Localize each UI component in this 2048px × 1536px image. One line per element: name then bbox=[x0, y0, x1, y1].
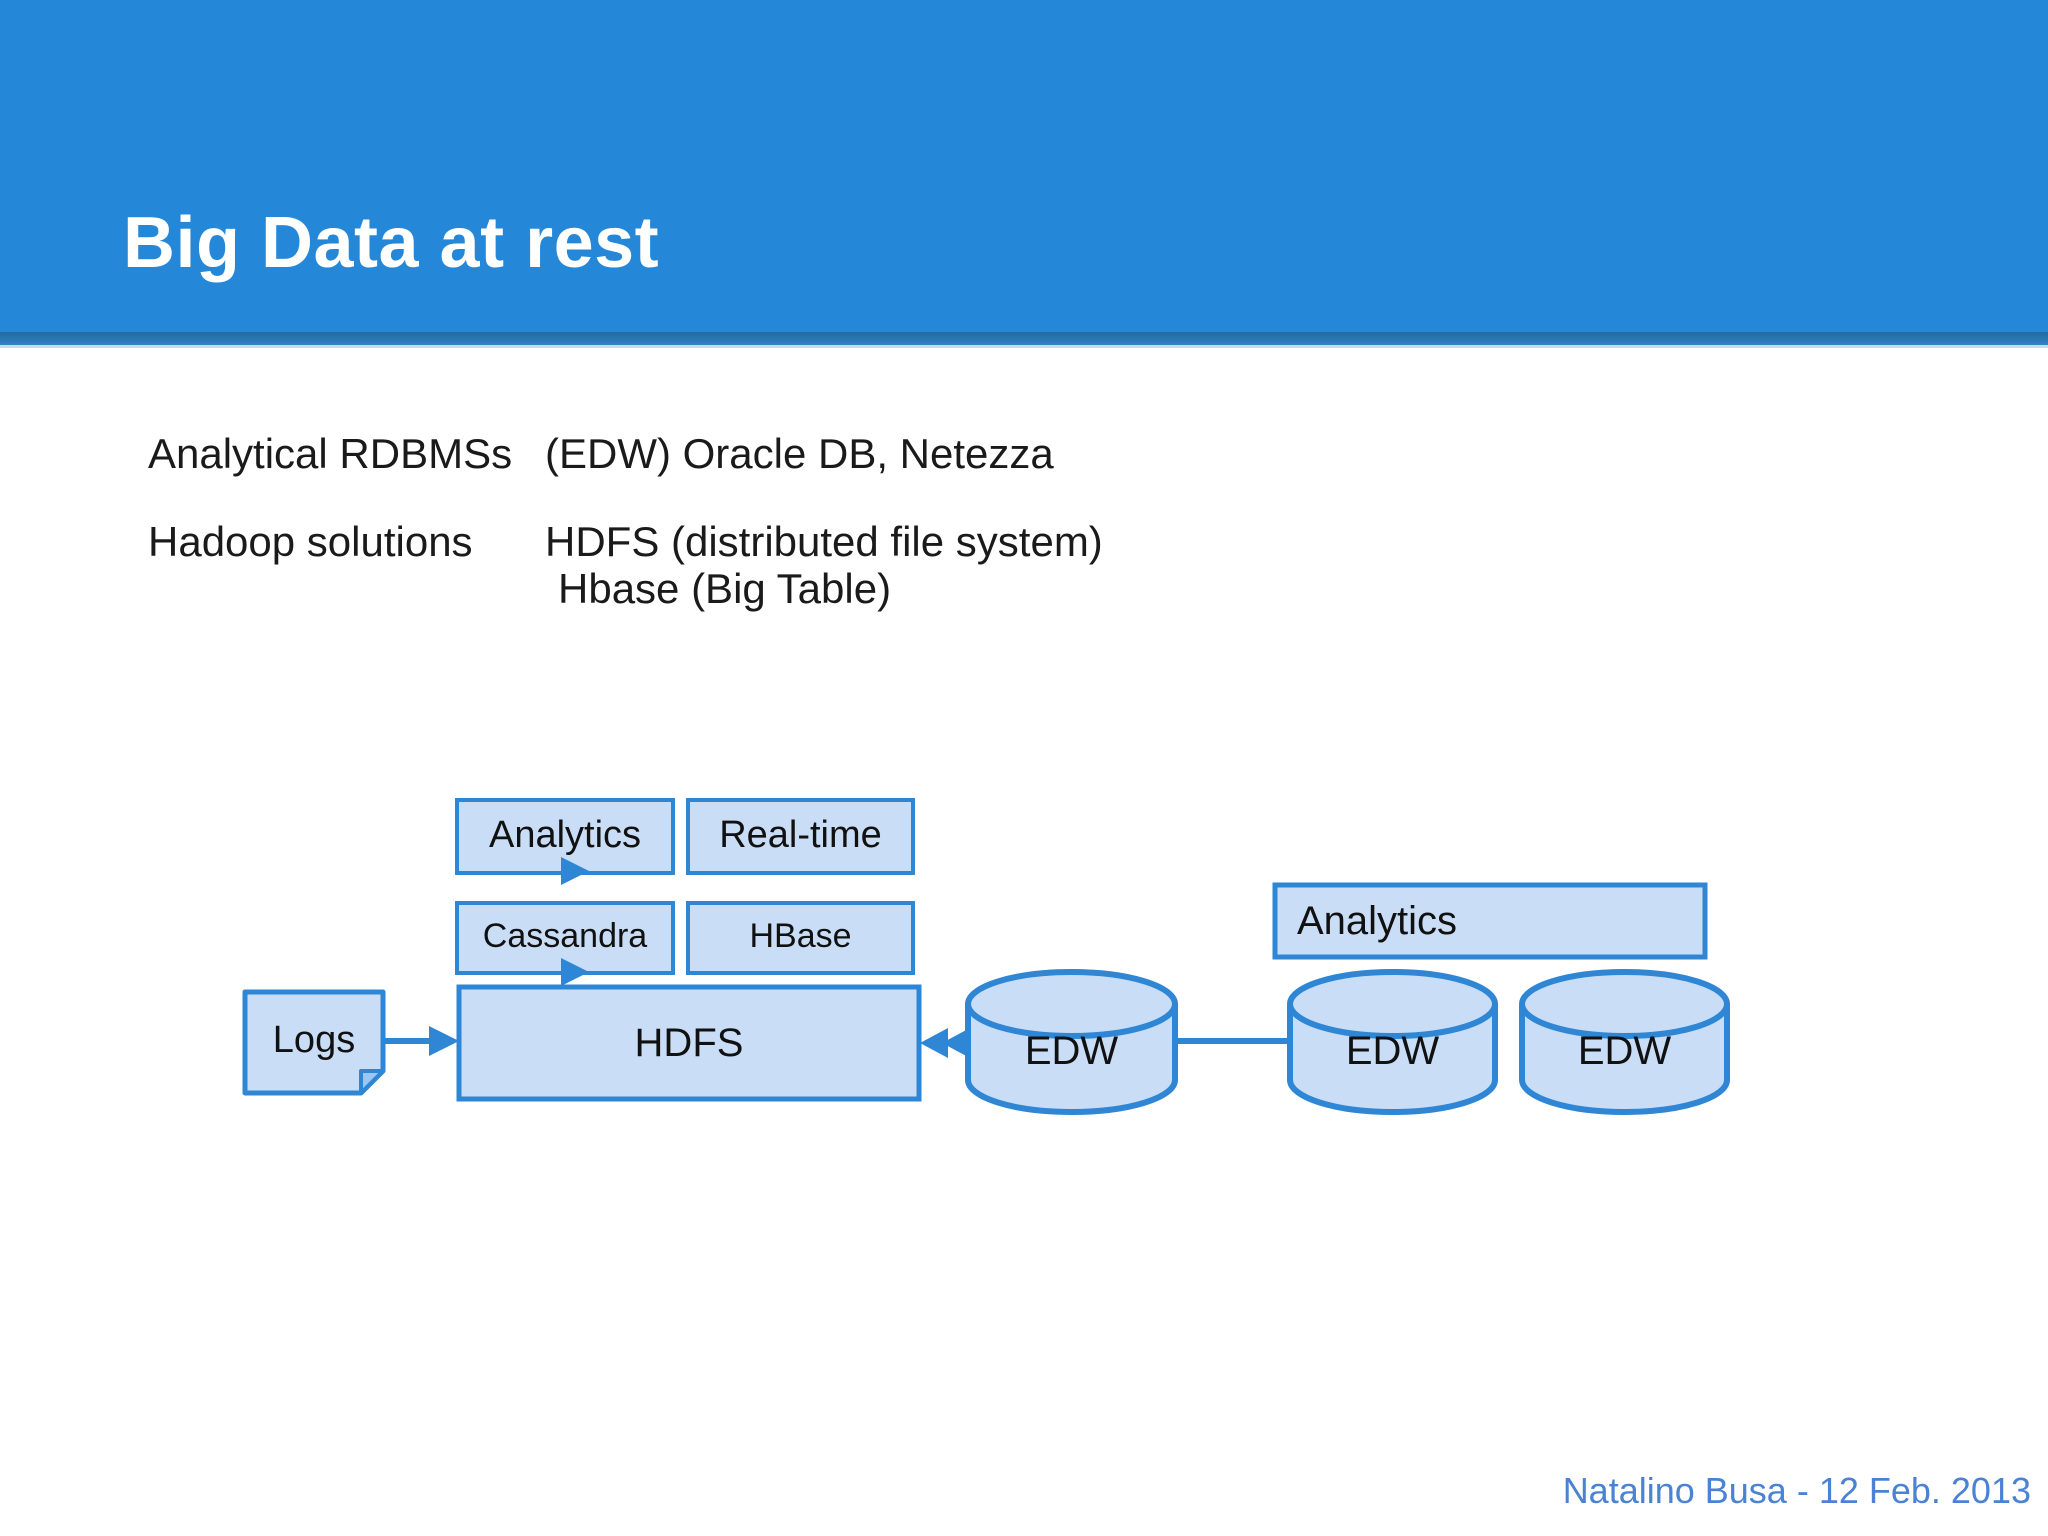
hbase-label: HBase bbox=[749, 917, 852, 955]
analytics-top-label: Analytics bbox=[488, 813, 642, 856]
edw-mid-label: EDW bbox=[1345, 1028, 1440, 1073]
edw-right-label: EDW bbox=[1577, 1028, 1672, 1073]
edw-mid-cylinder-top bbox=[1287, 969, 1498, 1039]
note-term-analytical-rdbms: Analytical RDBMSs bbox=[148, 430, 513, 477]
edw-left-cylinder-top bbox=[965, 969, 1178, 1039]
note-desc-analytical-rdbms: (EDW) Oracle DB, Netezza bbox=[545, 430, 1054, 477]
logs-to-hdfs-arrowhead bbox=[429, 1026, 459, 1056]
logs-document-fold-corner bbox=[359, 1069, 385, 1095]
header-accent-strip-light bbox=[0, 345, 2048, 348]
edw-to-hdfs-arrowhead-inner bbox=[942, 1028, 970, 1058]
edw-left-label: EDW bbox=[1024, 1028, 1119, 1073]
realtime-box bbox=[686, 798, 915, 875]
page-title: Big Data at rest bbox=[123, 203, 660, 283]
analytics-right-label: Analytics bbox=[1297, 898, 1458, 943]
edw-to-hdfs-arrowhead-outer bbox=[920, 1028, 948, 1058]
cassandra-label: Cassandra bbox=[482, 917, 648, 955]
hdfs-box bbox=[456, 984, 922, 1102]
note-desc-hdfs: HDFS (distributed file system) bbox=[545, 518, 1103, 565]
hbase-box bbox=[686, 901, 915, 975]
edw-right-cylinder-top bbox=[1519, 969, 1730, 1039]
note-term-hadoop-solutions: Hadoop solutions bbox=[148, 518, 473, 565]
realtime-label: Real-time bbox=[719, 813, 882, 856]
footer-credit: Natalino Busa - 12 Feb. 2013 bbox=[1562, 1470, 2031, 1511]
note-desc-hbase: Hbase (Big Table) bbox=[558, 565, 892, 612]
header-accent-strip bbox=[0, 332, 2048, 345]
hdfs-label: HDFS bbox=[634, 1020, 744, 1065]
header-band bbox=[0, 0, 2048, 332]
analytics-top-right-arrowhead bbox=[561, 857, 589, 885]
cassandra-right-arrowhead bbox=[561, 958, 589, 986]
analytics-right-box bbox=[1272, 882, 1708, 960]
logs-label: Logs bbox=[272, 1018, 356, 1061]
